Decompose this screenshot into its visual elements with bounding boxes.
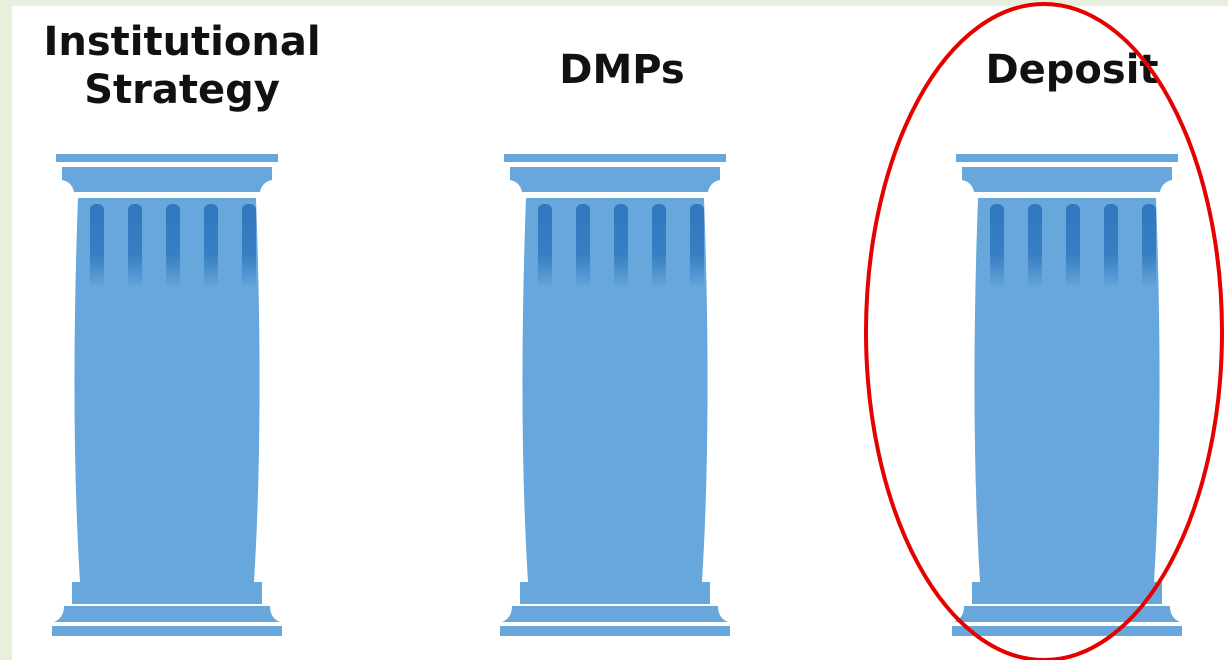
pillar-base-mid: [502, 606, 728, 622]
pillar-capital: [62, 167, 272, 192]
pillar-icon-institutional-strategy: [52, 154, 282, 636]
pillar-title-deposit: Deposit: [985, 47, 1159, 93]
pillar-title-line-1: Institutional: [43, 19, 321, 65]
pillar-capital: [962, 167, 1172, 192]
pillar-flute: [204, 204, 218, 288]
pillar-base-top: [520, 582, 710, 604]
pillar-capital-band: [56, 154, 278, 162]
pillar-flute: [652, 204, 666, 288]
pillar-flute: [538, 204, 552, 288]
pillar-capital-band: [956, 154, 1178, 162]
pillar-flute: [166, 204, 180, 288]
pillar-shaft: [974, 198, 1160, 582]
pillar-title-dmps: DMPs: [559, 47, 685, 93]
pillar-base-top: [72, 582, 262, 604]
pillar-flute: [1142, 204, 1156, 288]
pillar-flute: [1028, 204, 1042, 288]
pillar-flute: [576, 204, 590, 288]
pillar-base-plinth: [500, 626, 730, 636]
pillar-icon-dmps: [500, 154, 730, 636]
pillar-base-mid: [54, 606, 280, 622]
pillar-flute: [614, 204, 628, 288]
pillar-base-top: [972, 582, 1162, 604]
pillar-flute: [990, 204, 1004, 288]
pillar-capital: [510, 167, 720, 192]
pillar-base-plinth: [952, 626, 1182, 636]
pillar-flute: [90, 204, 104, 288]
pillar-flute: [242, 204, 256, 288]
pillar-base-plinth: [52, 626, 282, 636]
pillar-flute: [1066, 204, 1080, 288]
pillar-icon-deposit: [952, 154, 1182, 636]
pillar-flute: [690, 204, 704, 288]
pillar-shaft: [522, 198, 708, 582]
pillar-base-mid: [954, 606, 1180, 622]
pillar-flute: [128, 204, 142, 288]
pillar-title-institutional-strategy: Institutional Strategy: [12, 18, 352, 114]
pillar-shaft: [74, 198, 260, 582]
pillar-flute: [1104, 204, 1118, 288]
pillar-title-line-2: Strategy: [84, 67, 280, 113]
pillar-capital-band: [504, 154, 726, 162]
highlight-ellipse: [864, 2, 1224, 660]
